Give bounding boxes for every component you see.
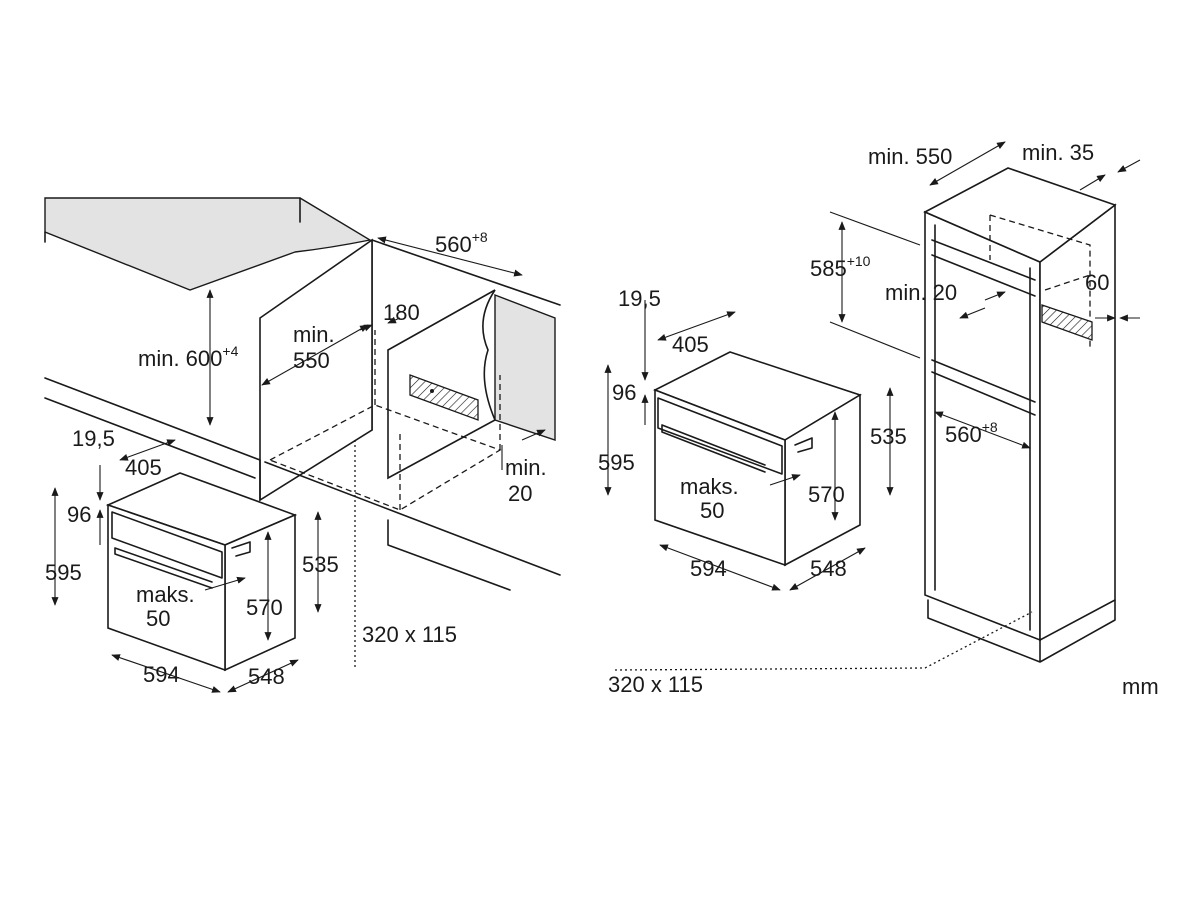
label-r-min35: min. 35 [1022, 140, 1094, 165]
labels-right: min. 550 min. 35 585+10 min. 20 60 560+8… [598, 140, 1159, 699]
label-r-595: 595 [598, 450, 635, 475]
label-vent-size: 320 x 115 [362, 622, 457, 647]
label-r-19-5: 19,5 [618, 286, 661, 311]
label-r-585: 585+10 [810, 253, 871, 281]
under-counter-installation [44, 197, 561, 693]
labels-left: min. 600+4 min. 550 560+8 180 min. 20 19… [45, 229, 547, 689]
label-r-560: 560+8 [945, 419, 998, 447]
countertop-right [494, 293, 556, 441]
oven-right [653, 351, 862, 567]
tall-cabinet-plinth [927, 599, 1116, 663]
label-560: 560+8 [435, 229, 488, 257]
label-19-5: 19,5 [72, 426, 115, 451]
label-r-548: 548 [810, 556, 847, 581]
label-570: 570 [246, 595, 283, 620]
label-405: 405 [125, 455, 162, 480]
label-594: 594 [143, 662, 180, 687]
label-r-min550: min. 550 [868, 144, 952, 169]
label-180: 180 [383, 300, 420, 325]
label-unit: mm [1122, 674, 1159, 699]
label-r-96: 96 [612, 380, 636, 405]
vent-leader-right [614, 611, 1033, 671]
label-r-maks-50: 50 [700, 498, 724, 523]
label-min20-2: 20 [508, 481, 532, 506]
floor-line [44, 397, 256, 479]
label-548: 548 [248, 664, 285, 689]
label-595: 595 [45, 560, 82, 585]
label-r-594: 594 [690, 556, 727, 581]
countertop [44, 197, 372, 291]
label-r-min20: min. 20 [885, 280, 957, 305]
label-96: 96 [67, 502, 91, 527]
label-535: 535 [302, 552, 339, 577]
label-min550-1: min. [293, 322, 335, 347]
label-min550-2: 550 [293, 348, 330, 373]
label-maks-50: 50 [146, 606, 170, 631]
tall-cabinet-installation [604, 141, 1141, 671]
vent-opening-right [1041, 304, 1093, 341]
oven-niche-outline [268, 330, 502, 511]
label-r-405: 405 [672, 332, 709, 357]
label-min20-1: min. [505, 455, 547, 480]
plinth [44, 377, 561, 591]
label-min600: min. 600+4 [138, 343, 239, 371]
label-r-535: 535 [870, 424, 907, 449]
vent-opening [409, 374, 479, 421]
label-maks: maks. [136, 582, 195, 607]
cabinet-side-right [387, 289, 497, 480]
label-r-570: 570 [808, 482, 845, 507]
label-r-60: 60 [1085, 270, 1109, 295]
label-r-vent-size: 320 x 115 [608, 672, 703, 697]
oven-left [105, 472, 298, 672]
label-r-maks: maks. [680, 474, 739, 499]
